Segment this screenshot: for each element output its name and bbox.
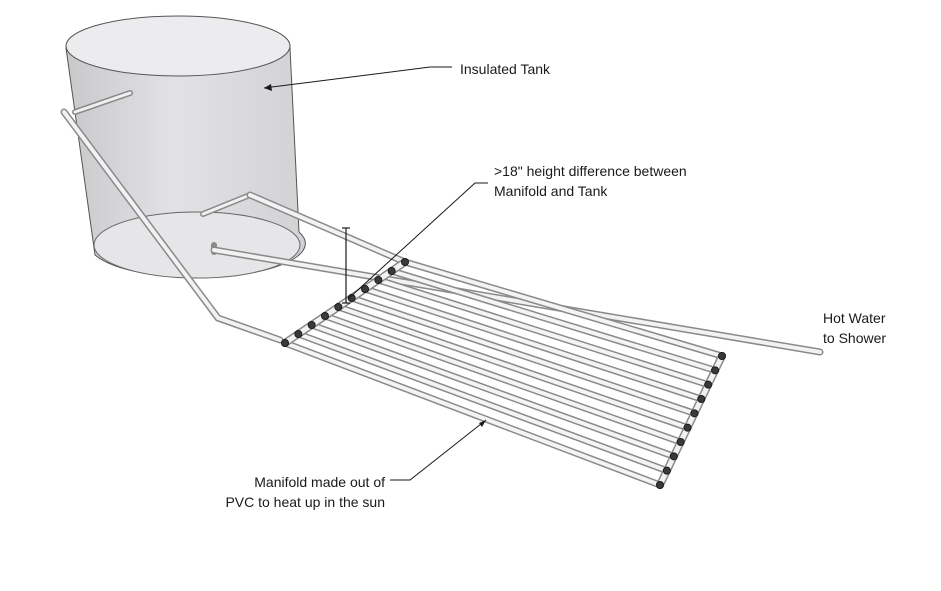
collector-tube <box>348 294 698 417</box>
pipe-fitting <box>718 351 727 360</box>
hot-water-to-shower-pipe <box>210 246 824 356</box>
pvc-manifold <box>280 257 727 489</box>
cold-return-pipe <box>60 108 284 344</box>
collector-tube <box>388 267 719 374</box>
pipe-fitting <box>320 311 329 320</box>
insulated-tank-label: Insulated Tank <box>460 59 550 79</box>
height-indicator <box>342 227 350 304</box>
height-difference-label: >18" height difference between Manifold … <box>494 161 687 201</box>
pipe-fitting <box>347 293 356 302</box>
height-leader-line <box>347 182 488 300</box>
hot-water-label-line1: Hot Water <box>823 310 886 326</box>
pipe-fitting <box>280 338 289 347</box>
height-difference-label-line1: >18" height difference between <box>494 163 687 179</box>
pipe-fitting <box>400 257 409 266</box>
collector-tube <box>334 303 692 432</box>
pipe-fitting <box>307 320 316 329</box>
hot-water-label: Hot Water to Shower <box>823 308 886 348</box>
collector-tube <box>321 312 685 446</box>
pipe-fitting <box>690 409 699 418</box>
manifold-label-line1: Manifold made out of <box>254 474 385 490</box>
collector-tube <box>308 321 678 460</box>
pipes <box>60 108 824 356</box>
manifold-leader-line <box>390 419 487 481</box>
insulated-tank <box>65 15 306 279</box>
manifold-fittings <box>280 257 727 489</box>
pipe-fitting <box>387 266 396 275</box>
collector-tube <box>374 276 712 389</box>
pipe-fitting <box>669 452 678 461</box>
pipe-fitting <box>683 423 692 432</box>
hot-supply-pipe <box>246 191 409 266</box>
collector-tubes <box>281 258 726 489</box>
leader-lines <box>263 66 488 481</box>
pipe-fitting <box>676 437 685 446</box>
tank-leader-line <box>263 66 452 89</box>
collector-tube <box>294 330 671 475</box>
pipe-fitting <box>711 366 720 375</box>
pipe-fitting <box>704 380 713 389</box>
manifold-label-line2: PVC to heat up in the sun <box>225 494 385 510</box>
pipe-fitting <box>662 466 671 475</box>
pipe-fitting <box>334 302 343 311</box>
tank-top <box>65 15 291 77</box>
collector-tube <box>361 285 705 403</box>
pipe-fitting <box>360 284 369 293</box>
pipe-fitting <box>656 480 665 489</box>
collector-tube <box>401 258 726 360</box>
collector-tube <box>281 339 664 489</box>
pipe-fitting <box>697 394 706 403</box>
pipe-fitting <box>374 275 383 284</box>
tank-bottom <box>93 211 301 279</box>
height-difference-label-line2: Manifold and Tank <box>494 183 608 199</box>
manifold-right-header <box>656 352 726 489</box>
hot-water-label-line2: to Shower <box>823 330 887 346</box>
insulated-tank-label-text: Insulated Tank <box>460 61 551 77</box>
pipe-fitting <box>294 329 303 338</box>
manifold-label: Manifold made out of PVC to heat up in t… <box>218 472 385 512</box>
